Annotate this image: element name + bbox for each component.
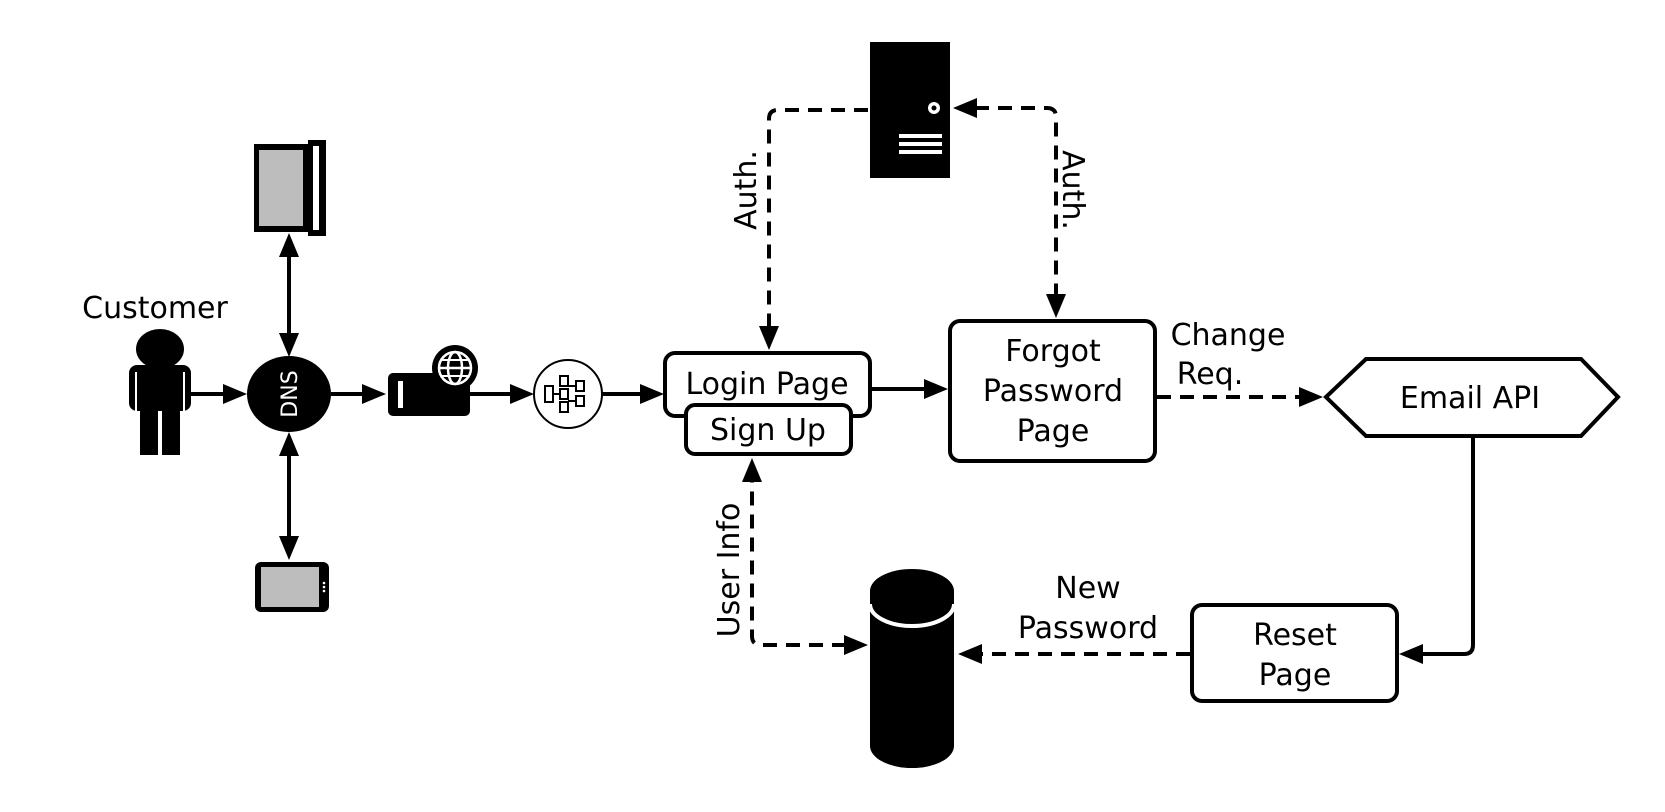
login-page-label: Login Page bbox=[685, 367, 848, 402]
auth-server-icon bbox=[870, 42, 950, 178]
laptop-icon bbox=[254, 140, 326, 236]
auth-right-label: Auth. bbox=[1055, 150, 1090, 230]
auth-left-label: Auth. bbox=[729, 150, 764, 230]
reset-page-label-line1: Reset bbox=[1253, 618, 1337, 653]
edge-network-login bbox=[602, 384, 664, 404]
reset-page-label-line2: Page bbox=[1259, 658, 1332, 693]
change-req-label-line1: Change bbox=[1171, 318, 1286, 353]
forgot-password-label-line3: Page bbox=[1017, 414, 1090, 449]
dns-node: DNS bbox=[247, 356, 331, 432]
edge-login-forgot bbox=[870, 379, 948, 399]
email-api-box bbox=[1323, 357, 1621, 438]
dns-label: DNS bbox=[278, 370, 303, 417]
new-password-label-line2: Password bbox=[1018, 611, 1158, 646]
change-req-label-line2: Req. bbox=[1177, 357, 1244, 392]
forgot-password-label-line2: Password bbox=[983, 374, 1123, 409]
edge-email-reset bbox=[1399, 438, 1475, 664]
reset-page-box bbox=[1190, 603, 1399, 703]
edge-new-password bbox=[958, 644, 1190, 664]
forgot-password-label-line1: Forgot bbox=[1005, 334, 1101, 369]
edge-dns-laptop bbox=[279, 233, 299, 357]
sign-up-label: Sign Up bbox=[710, 413, 826, 448]
edge-dns-tablet bbox=[279, 432, 299, 560]
user-info-label: User Info bbox=[712, 503, 747, 638]
sign-up-box bbox=[684, 403, 853, 456]
web-server-icon bbox=[388, 345, 478, 416]
network-switch-icon bbox=[533, 359, 603, 429]
forgot-password-page-box bbox=[948, 319, 1157, 463]
customer-label: Customer bbox=[82, 291, 228, 326]
edge-webserver-network bbox=[470, 384, 534, 404]
edge-auth-server-login bbox=[759, 108, 868, 350]
edge-auth-forgot-server bbox=[953, 98, 1066, 318]
edge-customer-dns bbox=[191, 384, 247, 404]
edge-user-info bbox=[742, 458, 868, 655]
email-api-label: Email API bbox=[1400, 381, 1540, 416]
database-icon bbox=[868, 569, 956, 768]
edge-dns-webserver bbox=[331, 384, 386, 404]
edge-change-request bbox=[1157, 387, 1323, 407]
customer-person-icon bbox=[129, 329, 191, 455]
new-password-label-line1: New bbox=[1055, 571, 1120, 606]
tablet-icon bbox=[255, 562, 329, 612]
